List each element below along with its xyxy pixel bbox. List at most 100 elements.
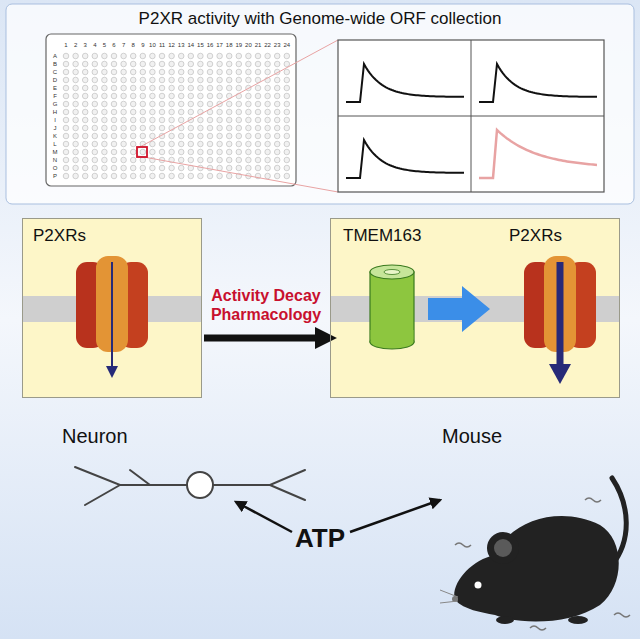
- well: [102, 149, 108, 155]
- well: [140, 69, 146, 75]
- well: [188, 61, 194, 67]
- well: [130, 173, 136, 179]
- well: [150, 133, 156, 139]
- well: [159, 117, 165, 123]
- well: [73, 133, 79, 139]
- current-trace: [479, 130, 597, 178]
- column-number: 13: [178, 42, 185, 48]
- row-letter: M: [53, 149, 58, 155]
- well: [255, 149, 261, 155]
- well: [159, 77, 165, 83]
- well: [226, 85, 232, 91]
- well: [226, 77, 232, 83]
- well: [265, 109, 271, 115]
- well: [274, 53, 280, 59]
- well: [207, 173, 213, 179]
- well: [111, 173, 117, 179]
- well: [178, 133, 184, 139]
- ion-flow-arrow: [557, 262, 564, 366]
- current-trace: [346, 140, 464, 178]
- well: [63, 53, 69, 59]
- well: [92, 77, 98, 83]
- well: [63, 69, 69, 75]
- well: [188, 93, 194, 99]
- well: [226, 53, 232, 59]
- well: [63, 165, 69, 171]
- well: [255, 133, 261, 139]
- well: [246, 53, 252, 59]
- well: [82, 173, 88, 179]
- well: [255, 117, 261, 123]
- well: [159, 165, 165, 171]
- column-number: 4: [93, 42, 96, 48]
- neuron: [270, 485, 305, 500]
- column-number: 1: [64, 42, 67, 48]
- well: [188, 173, 194, 179]
- well: [121, 125, 127, 131]
- current-trace: [479, 64, 597, 102]
- well: [150, 93, 156, 99]
- well: [226, 61, 232, 67]
- well: [274, 157, 280, 163]
- well: [102, 109, 108, 115]
- well: [284, 61, 290, 67]
- well: [217, 77, 223, 83]
- well: [217, 157, 223, 163]
- row-letter: D: [53, 77, 57, 83]
- well: [73, 61, 79, 67]
- well: [274, 165, 280, 171]
- well: [198, 53, 204, 59]
- well: [265, 85, 271, 91]
- current-trace: [346, 64, 464, 102]
- mouse: [487, 532, 519, 564]
- well: [111, 165, 117, 171]
- well: [246, 133, 252, 139]
- well: [121, 69, 127, 75]
- edge-label: Activity Decay Pharmacology: [211, 286, 321, 324]
- well: [265, 157, 271, 163]
- well: [150, 141, 156, 147]
- well: [236, 53, 242, 59]
- well: [140, 85, 146, 91]
- trace-panel-outline: [338, 40, 604, 192]
- well: [130, 69, 136, 75]
- well: [159, 53, 165, 59]
- figure-label: Mouse: [442, 425, 502, 448]
- well: [284, 117, 290, 123]
- well: [226, 117, 232, 123]
- well: [284, 133, 290, 139]
- well: [82, 77, 88, 83]
- well: [284, 85, 290, 91]
- well: [92, 85, 98, 91]
- well: [63, 101, 69, 107]
- zoom-line: [138, 40, 338, 148]
- row-letter: C: [53, 69, 57, 75]
- well: [188, 157, 194, 163]
- well: [265, 141, 271, 147]
- well: [265, 149, 271, 155]
- well: [274, 141, 280, 147]
- well: [169, 141, 175, 147]
- well: [121, 93, 127, 99]
- well: [255, 157, 261, 163]
- well: [178, 77, 184, 83]
- well: [217, 69, 223, 75]
- well: [130, 157, 136, 163]
- well: [246, 157, 252, 163]
- well: [140, 93, 146, 99]
- mouse: [496, 616, 514, 624]
- well: [169, 69, 175, 75]
- well: [198, 93, 204, 99]
- well: [111, 85, 117, 91]
- well: [121, 101, 127, 107]
- well: [102, 117, 108, 123]
- well: [207, 85, 213, 91]
- well: [130, 77, 136, 83]
- well: [265, 165, 271, 171]
- column-number: 15: [197, 42, 204, 48]
- well: [150, 109, 156, 115]
- well: [82, 165, 88, 171]
- well: [178, 117, 184, 123]
- well: [284, 77, 290, 83]
- well: [246, 101, 252, 107]
